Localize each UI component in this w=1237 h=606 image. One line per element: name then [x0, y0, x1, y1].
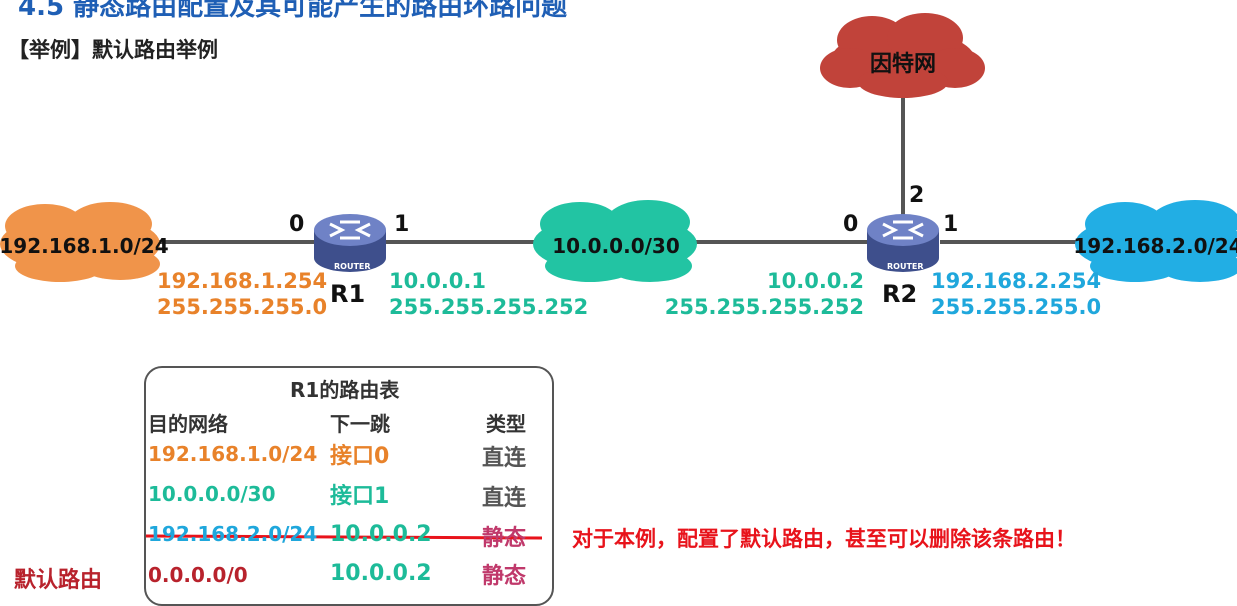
route-row-4-dest: 0.0.0.0/0	[148, 563, 248, 587]
r2-if0-address: 10.0.0.2 255.255.255.252	[665, 268, 864, 320]
default-route-label: 默认路由	[14, 568, 103, 593]
route-row-3-type: 静态	[482, 526, 527, 551]
cloud-lan1	[0, 202, 160, 282]
route-row-2-type: 直连	[482, 486, 527, 511]
slide-title: 4.5 静态路由配置及其可能产生的路由环路问题	[18, 0, 568, 22]
router-r2-port2: 2	[909, 183, 925, 208]
cloud-lan2	[1075, 200, 1237, 282]
r1-if0-ip: 192.168.1.254	[157, 269, 328, 293]
r2-if1-ip: 192.168.2.254	[931, 269, 1102, 293]
routing-table-header-type: 类型	[486, 412, 526, 436]
routing-table-header-next-hop: 下一跳	[330, 412, 390, 436]
r2-if1-address: 192.168.2.254 255.255.255.0	[931, 268, 1101, 320]
cloud-internet	[820, 13, 985, 98]
route-row-3-dest: 192.168.2.0/24	[148, 522, 318, 546]
route-row-4-next-hop: 10.0.0.2	[330, 561, 432, 586]
r1-if1-mask: 255.255.255.252	[389, 295, 589, 319]
r2-if1-mask: 255.255.255.0	[931, 295, 1102, 319]
r1-if1-address: 10.0.0.1 255.255.255.252	[389, 268, 588, 320]
cloud-link-net	[533, 200, 697, 282]
route-row-1-next-hop: 接口0	[330, 444, 390, 469]
cloud-link-net-label: 10.0.0.0/30	[552, 234, 680, 258]
router-r1-name: R1	[330, 280, 366, 308]
route-row-1-type: 直连	[482, 446, 527, 471]
subtitle: 【举例】默认路由举例	[8, 38, 218, 62]
router-r1-port1: 1	[394, 212, 410, 237]
cloud-lan1-label: 192.168.1.0/24	[0, 234, 169, 258]
delete-route-note: 对于本例，配置了默认路由，甚至可以删除该条路由！	[572, 527, 1076, 551]
r2-if0-ip: 10.0.0.2	[767, 269, 864, 293]
route-row-4-type: 静态	[482, 564, 527, 589]
route-strike-line	[145, 534, 543, 540]
router-r2-port0: 0	[843, 212, 859, 237]
router-r1-port0: 0	[289, 212, 305, 237]
router-r2-icon	[867, 214, 939, 272]
routing-table-header-dest: 目的网络	[148, 412, 228, 436]
topology-diagram	[0, 13, 1237, 540]
r1-if0-address: 192.168.1.254 255.255.255.0	[157, 268, 327, 320]
routing-table-title: R1的路由表	[290, 378, 400, 402]
router-r1-icon	[314, 214, 386, 272]
route-row-1-dest: 192.168.1.0/24	[148, 442, 318, 466]
cloud-lan2-label: 192.168.2.0/24	[1073, 234, 1237, 258]
router-r2-name: R2	[882, 280, 918, 308]
r2-if0-mask: 255.255.255.252	[664, 295, 864, 319]
r1-if0-mask: 255.255.255.0	[157, 295, 328, 319]
cloud-internet-label: 因特网	[869, 52, 937, 77]
router-r1-badge: ROUTER	[334, 262, 371, 271]
router-r2-port1: 1	[943, 212, 959, 237]
route-row-2-next-hop: 接口1	[330, 484, 390, 509]
route-row-2-dest: 10.0.0.0/30	[148, 482, 276, 506]
router-r2-badge: ROUTER	[887, 262, 924, 271]
route-row-3-next-hop: 10.0.0.2	[330, 522, 432, 547]
r1-if1-ip: 10.0.0.1	[389, 269, 486, 293]
